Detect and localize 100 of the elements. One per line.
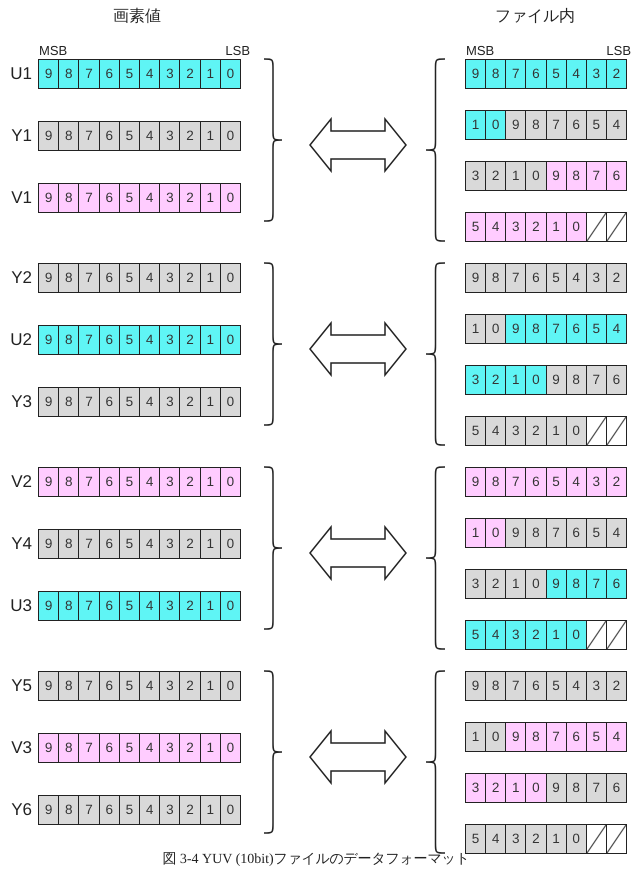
- bit-cell: 7: [505, 468, 526, 496]
- bit-row: [38, 183, 241, 213]
- bit-row: [38, 671, 241, 701]
- bit-cell: 7: [78, 672, 99, 700]
- bit-row: [465, 671, 627, 701]
- bit-cell: 0: [485, 519, 506, 547]
- bit-cell: 6: [98, 122, 119, 150]
- bit-cell: 3: [159, 734, 180, 762]
- bit-row: [38, 467, 241, 497]
- bit-cell: 0: [220, 672, 240, 700]
- bit-cell: 1: [546, 213, 566, 241]
- hatched-cell: [606, 417, 626, 445]
- bit-cell: 7: [78, 326, 99, 354]
- row-label: Y4: [11, 534, 32, 554]
- bit-cell: 4: [139, 592, 160, 620]
- bit-cell: 9: [39, 388, 58, 416]
- bit-cell: 8: [525, 111, 546, 139]
- bit-cell: 7: [78, 60, 99, 88]
- hatched-cell: [586, 417, 606, 445]
- bit-cell: 3: [466, 774, 486, 802]
- bit-cell: 8: [566, 162, 586, 190]
- bit-cell: 1: [200, 796, 220, 824]
- bit-cell: 3: [159, 592, 180, 620]
- row-label: Y1: [11, 126, 32, 146]
- bit-cell: 1: [466, 519, 486, 547]
- bit-cell: 5: [466, 621, 486, 649]
- bit-cell: 2: [525, 417, 546, 445]
- bit-cell: 2: [485, 366, 506, 394]
- bit-cell: 3: [159, 184, 180, 212]
- bit-cell: 8: [485, 672, 506, 700]
- bit-cell: 1: [505, 162, 526, 190]
- bit-cell: 2: [525, 213, 546, 241]
- bit-cell: 9: [39, 672, 58, 700]
- bit-cell: 0: [220, 60, 240, 88]
- bit-cell: 4: [566, 264, 586, 292]
- bit-cell: 8: [58, 388, 78, 416]
- bit-cell: 9: [466, 468, 486, 496]
- bit-row: [465, 518, 627, 548]
- row-label: U3: [10, 596, 32, 616]
- bit-cell: 6: [566, 315, 586, 343]
- curly-brace: [425, 262, 446, 446]
- bit-row: [465, 59, 627, 89]
- bit-cell: 5: [546, 60, 566, 88]
- bit-cell: 3: [586, 264, 606, 292]
- bit-cell: 6: [98, 388, 119, 416]
- bit-row: [465, 212, 627, 242]
- bit-cell: 4: [606, 723, 626, 751]
- bit-cell: 7: [78, 122, 99, 150]
- bit-cell: 2: [179, 468, 200, 496]
- row-label: V1: [11, 188, 32, 208]
- bit-cell: 1: [200, 468, 220, 496]
- bit-cell: 7: [505, 672, 526, 700]
- bit-cell: 4: [566, 672, 586, 700]
- bit-cell: 6: [525, 264, 546, 292]
- double-arrow: [309, 728, 407, 786]
- bit-cell: 2: [179, 326, 200, 354]
- bit-cell: 3: [505, 417, 526, 445]
- bit-cell: 3: [159, 264, 180, 292]
- bit-cell: 5: [546, 468, 566, 496]
- bit-cell: 1: [466, 723, 486, 751]
- bit-cell: 8: [58, 530, 78, 558]
- bit-cell: 0: [220, 592, 240, 620]
- bit-cell: 7: [586, 366, 606, 394]
- bit-cell: 8: [58, 60, 78, 88]
- hatched-cell: [606, 213, 626, 241]
- bit-row: [38, 325, 241, 355]
- bit-cell: 1: [546, 825, 566, 853]
- bit-cell: 9: [39, 326, 58, 354]
- bit-cell: 0: [220, 388, 240, 416]
- bit-cell: 5: [586, 111, 606, 139]
- bit-cell: 6: [606, 162, 626, 190]
- bit-label: LSB: [225, 44, 250, 58]
- bit-cell: 3: [505, 213, 526, 241]
- bit-cell: 3: [466, 366, 486, 394]
- bit-cell: 5: [118, 796, 140, 824]
- bit-cell: 4: [606, 519, 626, 547]
- curly-brace: [263, 466, 283, 630]
- bit-cell: 9: [39, 60, 58, 88]
- bit-cell: 1: [200, 326, 220, 354]
- bit-cell: 4: [139, 264, 160, 292]
- bit-cell: 9: [39, 184, 58, 212]
- bit-cell: 7: [78, 468, 99, 496]
- bit-cell: 7: [586, 162, 606, 190]
- bit-cell: 5: [118, 530, 140, 558]
- bit-cell: 3: [466, 570, 486, 598]
- bit-row: [38, 591, 241, 621]
- bit-cell: 2: [179, 672, 200, 700]
- bit-row: [465, 161, 627, 191]
- bit-cell: 5: [546, 264, 566, 292]
- bit-cell: 1: [466, 315, 486, 343]
- bit-cell: 0: [220, 734, 240, 762]
- column-heading: ファイル内: [495, 8, 575, 26]
- bit-cell: 6: [525, 468, 546, 496]
- bit-cell: 2: [606, 60, 626, 88]
- bit-cell: 9: [546, 570, 566, 598]
- bit-cell: 6: [566, 111, 586, 139]
- curly-brace: [263, 262, 283, 426]
- bit-cell: 3: [159, 672, 180, 700]
- bit-cell: 0: [525, 162, 546, 190]
- hatched-cell: [606, 825, 626, 853]
